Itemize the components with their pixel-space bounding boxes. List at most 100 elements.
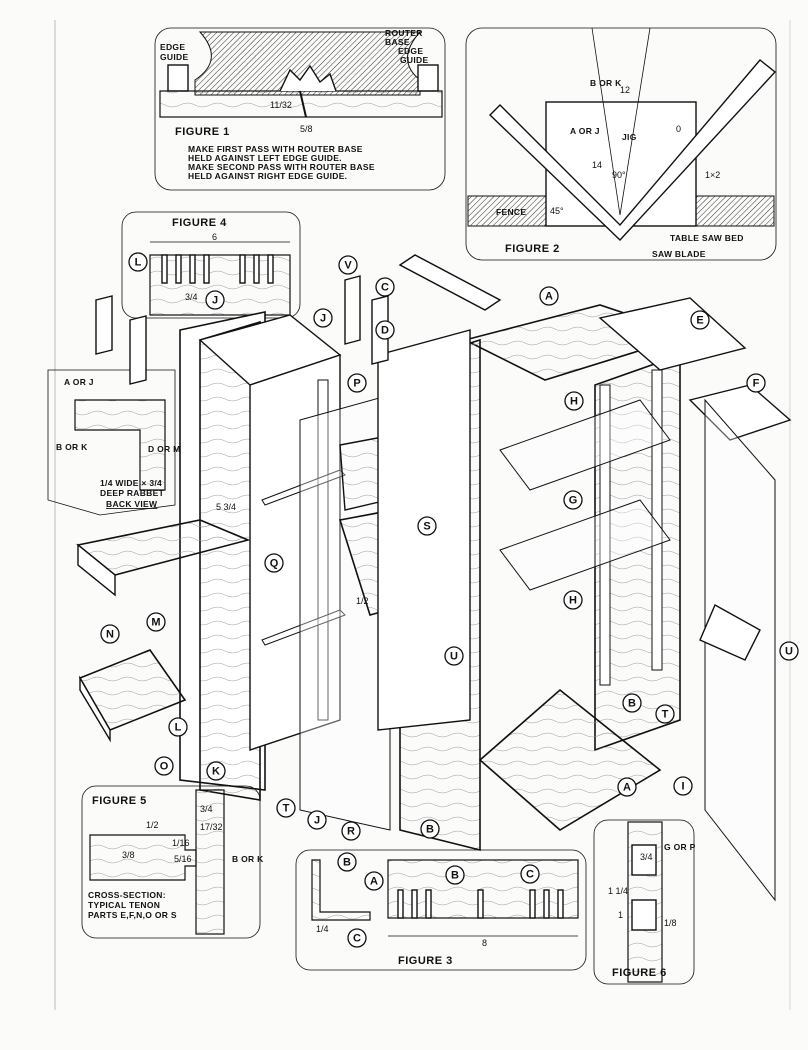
callout-letter-o: O (160, 761, 169, 773)
callout-letter-e: E (696, 315, 703, 327)
back-view-title: BACK VIEW (106, 499, 158, 509)
fig6-dim-1: 1 (618, 910, 623, 920)
fig5-dim-3-8: 3/8 (122, 850, 135, 860)
callout-letter-c: C (353, 933, 361, 945)
callout-circle (276, 798, 296, 818)
callout-letter-j: J (314, 815, 320, 827)
fig3-dim-small: 1/4 (316, 924, 329, 934)
hinge-strips (95, 275, 389, 385)
fig1-edge-guide-right-1: EDGE (398, 46, 423, 56)
left-cabinet-assembly (179, 311, 391, 831)
callout-circle (375, 277, 395, 297)
callout-letter-h: H (569, 595, 577, 607)
callout-letter-f: F (753, 378, 760, 390)
callout-letter-r: R (347, 826, 355, 838)
fig2-size-1x2: 1×2 (705, 170, 720, 180)
fig3-caption: FIGURE 3 (398, 955, 453, 967)
callout-circle (617, 777, 637, 797)
callout-circle (444, 646, 464, 666)
callout-circle (539, 286, 559, 306)
callout-letter-b: B (451, 870, 459, 882)
callout-circle (563, 490, 583, 510)
callout-circle (520, 864, 540, 884)
callout-letter-g: G (569, 495, 578, 507)
fig1-edge-guide-left-2: GUIDE (160, 52, 188, 62)
callout-circle (100, 624, 120, 644)
fig1-note-3: MAKE SECOND PASS WITH ROUTER BASE (188, 162, 375, 172)
fig6-callout: G OR P (664, 842, 696, 852)
callout-letter-u: U (785, 646, 793, 658)
fig4-slots (161, 254, 274, 284)
fig2-callout-aj: A OR J (570, 126, 600, 136)
fig1-edge-guide-right-2: GUIDE (400, 55, 428, 65)
callout-circle (337, 852, 357, 872)
fig1-dim-depth: 11/32 (270, 100, 292, 110)
shelf-m (76, 519, 251, 597)
fig5-callout: B OR K (232, 854, 264, 864)
fig2-callout-bk: B OR K (590, 78, 622, 88)
callout-circle (563, 590, 583, 610)
back-view-callout-bk: B OR K (56, 442, 88, 452)
callout-letter-q: Q (270, 558, 279, 570)
callout-circle (564, 391, 584, 411)
fig1-note-4: HELD AGAINST RIGHT EDGE GUIDE. (188, 171, 347, 181)
fig5-dim-3-4: 3/4 (200, 804, 213, 814)
callout-circle (622, 693, 642, 713)
fig5-dim-half: 1/2 (146, 820, 159, 830)
callout-letter-k: K (212, 766, 220, 778)
fig6-dim-3-4: 3/4 (640, 852, 653, 862)
fig2-dim-14: 14 (592, 160, 602, 170)
fig5-dim-17-32: 17/32 (200, 822, 223, 832)
callout-circle (746, 373, 766, 393)
callout-circle (347, 928, 367, 948)
callout-circle (445, 865, 465, 885)
callout-circle (341, 821, 361, 841)
callout-circle (128, 252, 148, 272)
callout-letter-s: S (423, 521, 430, 533)
callout-letter-v: V (344, 260, 352, 272)
figure-2-panel: 12 14 0 JIG 90° 45° 1×2 FENCE TABLE SAW … (465, 27, 777, 261)
fig2-jig: JIG (622, 132, 637, 142)
callout-letter-n: N (106, 629, 114, 641)
fig2-saw-blade: SAW BLADE (652, 249, 706, 259)
fig1-note-1: MAKE FIRST PASS WITH ROUTER BASE (188, 144, 363, 154)
callout-letter-a: A (370, 876, 378, 888)
fig2-fence: FENCE (496, 207, 526, 217)
callout-circle (154, 756, 174, 776)
callout-circle (690, 310, 710, 330)
shelf-o (78, 649, 187, 743)
fig4-caption: FIGURE 4 (172, 217, 227, 229)
back-view-rabbet-2: DEEP RABBET (100, 488, 165, 498)
fig5-caption: FIGURE 5 (92, 795, 147, 807)
callout-circle (779, 641, 799, 661)
fig1-caption: FIGURE 1 (175, 126, 230, 138)
callout-letter-h: H (570, 396, 578, 408)
fig3-slots (397, 889, 564, 919)
callout-letter-j: J (320, 313, 326, 325)
callout-letter-d: D (381, 325, 389, 337)
fig6-dim-1-8: 1/8 (664, 918, 677, 928)
fig1-edge-guide-left-1: EDGE (160, 42, 185, 52)
callout-letter-m: M (151, 617, 160, 629)
callout-circle (206, 761, 226, 781)
fig2-caption: FIGURE 2 (505, 243, 560, 255)
callout-letter-b: B (343, 857, 351, 869)
figure-3-panel: 8 1/4 FIGURE 3 (295, 849, 587, 971)
fig4-dim-total: 6 (212, 232, 217, 242)
fig2-dim-0: 0 (676, 124, 681, 134)
fig1-router-base-1: ROUTER (385, 28, 423, 38)
fig5-note-3: PARTS E,F,N,O OR S (88, 910, 177, 920)
fig2-angle-90: 90° (612, 170, 626, 180)
callout-letter-l: L (135, 257, 142, 269)
callout-circle (264, 553, 284, 573)
callout-circle (417, 516, 437, 536)
callout-letter-c: C (381, 282, 389, 294)
callout-letter-i: I (681, 781, 684, 793)
callout-letter-b: B (628, 698, 636, 710)
callout-circle (364, 871, 384, 891)
figure-5-panel: FIGURE 5 3/4 17/32 1/2 1/16 3/8 5/16 CRO… (81, 785, 264, 939)
callout-circle (307, 810, 327, 830)
callout-letter-j: J (212, 295, 218, 307)
